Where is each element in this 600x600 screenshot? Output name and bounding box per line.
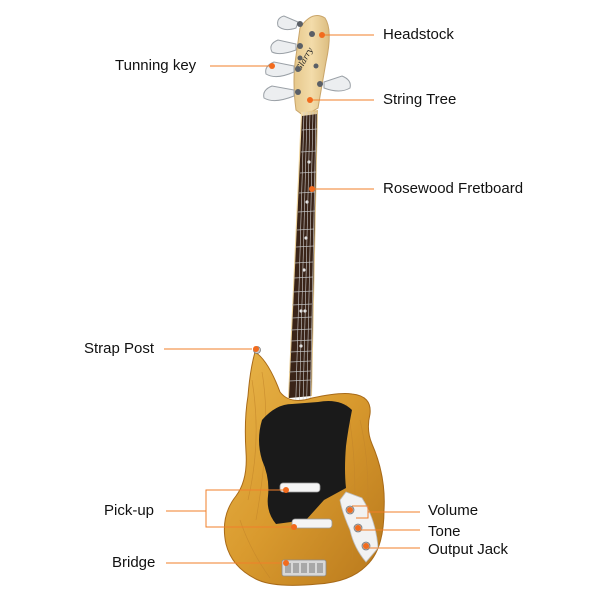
pickup-bracket [205,489,294,528]
volume-label: Volume [428,502,479,519]
fretboard-label: Rosewood Fretboard [383,180,524,197]
headstock-label: Headstock [383,26,454,43]
tuning-key [277,15,303,31]
leader-lines [164,34,420,564]
bridge-label: Bridge [112,554,156,571]
tuner-post [309,31,315,37]
pickup-marker [283,487,289,493]
headstock-marker [319,32,325,38]
tuning-key-label: Tunning key [115,57,197,74]
pickup-label: Pick-up [104,502,155,519]
pickguard [259,401,352,524]
pickup-marker [291,524,297,530]
headstock: Glarry [293,15,330,117]
output-jack-label: Output Jack [428,541,509,558]
tuning-key [263,85,301,102]
volume-marker [347,507,353,513]
bridge-pickup [291,518,333,529]
bridge-marker [283,560,289,566]
tuning-key-marker [269,63,275,69]
string-tree-marker [307,97,313,103]
strap-post-label: Strap Post [84,340,155,357]
tuning-keys [263,15,351,102]
output-jack-marker [363,543,369,549]
markers [253,32,369,566]
neck [288,110,318,571]
tone-marker [355,525,361,531]
fretboard-marker [309,186,315,192]
string-tree-label: String Tree [383,91,457,108]
bridge-assembly [281,559,327,577]
volume-bracket [352,505,420,519]
neck-pickup [279,482,321,493]
tuner-post [313,63,319,69]
tone-label: Tone [428,523,461,540]
tuning-key [317,75,351,92]
strap-post-marker [253,346,259,352]
tuning-key [270,39,303,55]
tuner-post [297,55,303,61]
